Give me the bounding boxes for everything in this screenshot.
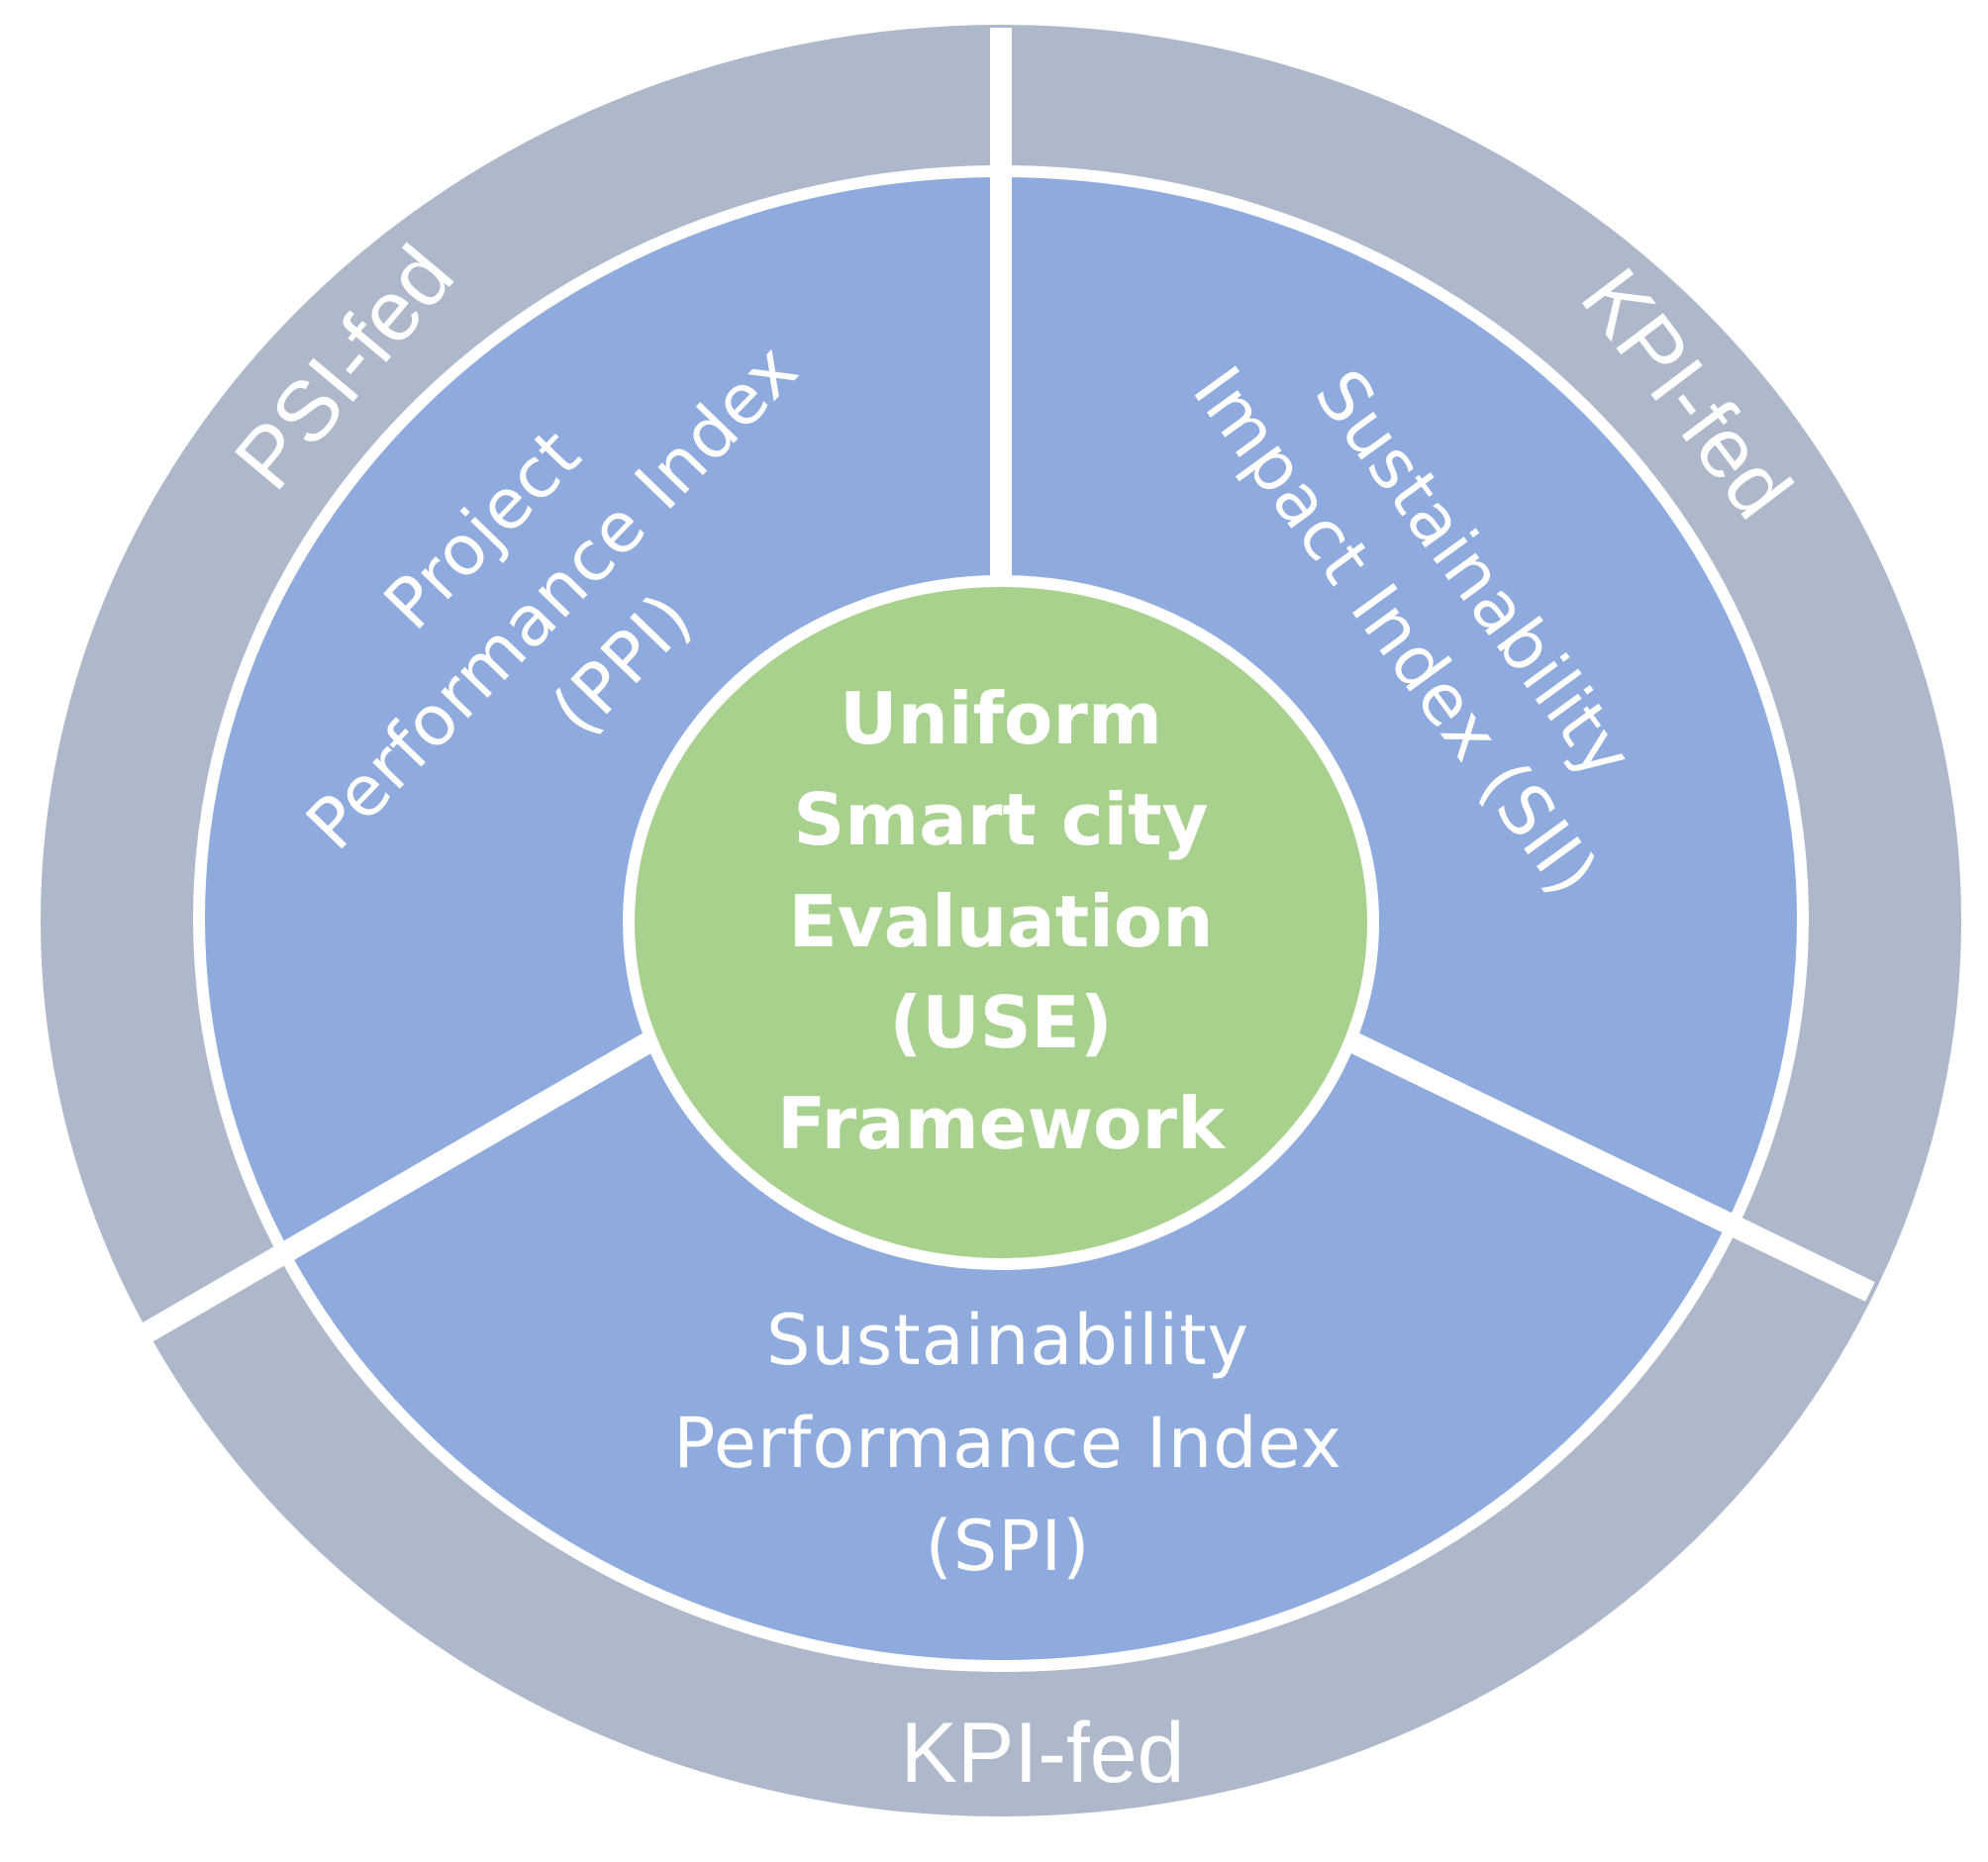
spi-segment-label: Sustainability Performance Index (SPI) <box>673 1300 1342 1587</box>
core-line-5: Framework <box>777 1082 1227 1165</box>
core-text: Uniform Smart city Evaluation (USE) Fram… <box>777 677 1227 1165</box>
core-line-2: Smart city <box>793 778 1208 861</box>
spi-line-3: (SPI) <box>926 1506 1091 1587</box>
core-circle <box>623 575 1379 1270</box>
outer-label-bottom: KPI-fed <box>901 1706 1185 1801</box>
core-line-4: (USE) <box>889 981 1112 1064</box>
core-line-1: Uniform <box>840 677 1162 760</box>
separator-right <box>1348 1032 1875 1302</box>
core-line-3: Evaluation <box>788 880 1213 963</box>
spi-line-2: Performance Index <box>673 1403 1342 1484</box>
separator-left <box>140 1032 654 1343</box>
spi-line-1: Sustainability <box>766 1300 1249 1381</box>
